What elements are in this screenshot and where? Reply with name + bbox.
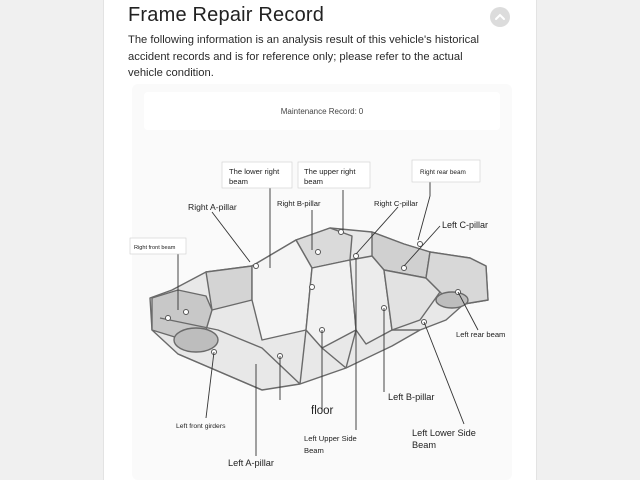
frame-repair-card: Frame Repair Record The following inform…	[103, 0, 537, 480]
description-text: The following information is an analysis…	[128, 34, 479, 79]
chevron-up-icon	[495, 13, 505, 20]
maintenance-record-label: Maintenance Record:	[280, 106, 357, 116]
page-title: Frame Repair Record	[128, 4, 325, 26]
maintenance-record-box: Maintenance Record: 0	[144, 92, 500, 130]
diagram-panel: Maintenance Record: 0	[132, 84, 512, 480]
maintenance-record-count: 0	[358, 106, 364, 116]
collapse-button[interactable]	[490, 7, 510, 27]
